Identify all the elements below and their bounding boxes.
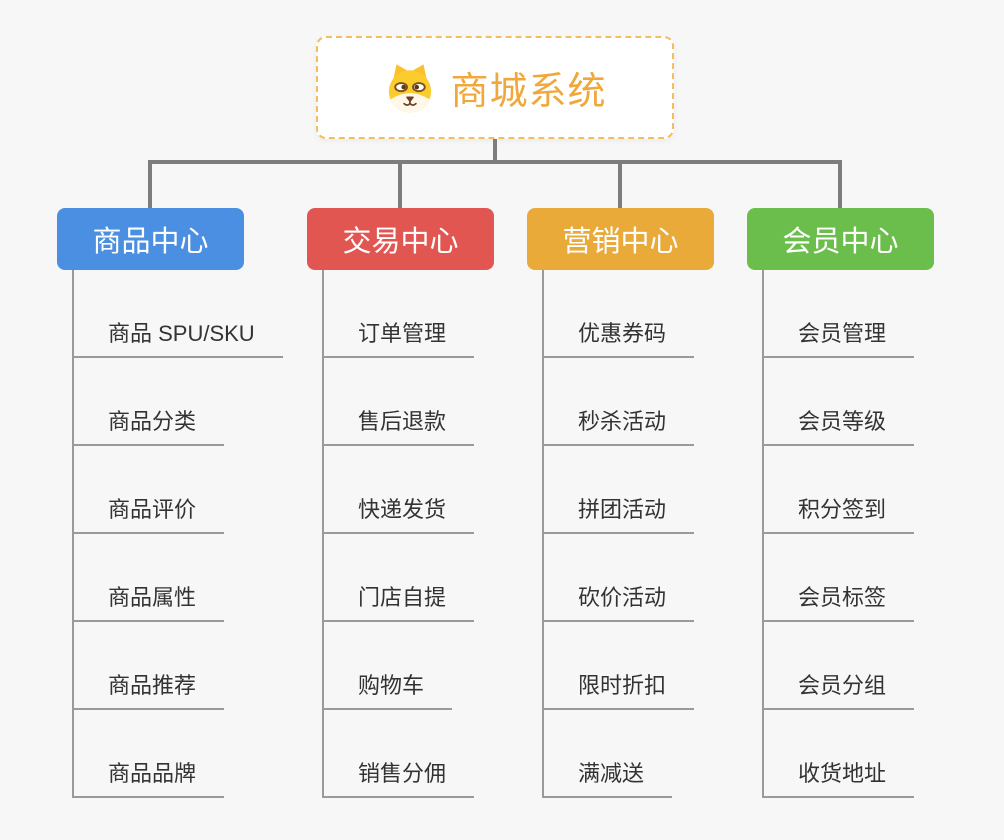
leaf-topic[interactable]: 优惠券码	[544, 270, 695, 358]
leaf-topic[interactable]: 商品评价	[74, 446, 225, 534]
branch-member-label: 会员中心	[782, 226, 899, 258]
leaf-topic[interactable]: 订单管理	[324, 270, 475, 358]
connector-root-stem	[493, 139, 497, 164]
leaf-topic[interactable]: 积分签到	[764, 446, 915, 534]
column-marketing: 优惠券码 秒杀活动 拼团活动 砍价活动 限时折扣 满减送	[542, 270, 695, 798]
leaf-topic[interactable]: 会员等级	[764, 358, 915, 446]
leaf-topic[interactable]: 拼团活动	[544, 446, 695, 534]
leaf-topic[interactable]: 商品品牌	[74, 710, 225, 798]
connector-drop-member	[838, 160, 842, 208]
leaf-topic[interactable]: 会员标签	[764, 534, 915, 622]
branch-products-label: 商品中心	[92, 226, 209, 258]
leaf-topic[interactable]: 满减送	[544, 710, 673, 798]
leaf-topic[interactable]: 购物车	[324, 622, 453, 710]
column-member: 会员管理 会员等级 积分签到 会员标签 会员分组 收货地址	[762, 270, 915, 798]
leaf-topic[interactable]: 商品推荐	[74, 622, 225, 710]
connector-drop-products	[148, 160, 152, 208]
leaf-topic[interactable]: 销售分佣	[324, 710, 475, 798]
column-products: 商品 SPU/SKU 商品分类 商品评价 商品属性 商品推荐 商品品牌	[72, 270, 283, 798]
dog-face-icon	[389, 63, 432, 112]
leaf-topic[interactable]: 会员管理	[764, 270, 915, 358]
branch-marketing-label: 营销中心	[562, 226, 679, 258]
connector-drop-trade	[398, 160, 402, 208]
leaf-topic[interactable]: 商品分类	[74, 358, 225, 446]
leaf-topic[interactable]: 快递发货	[324, 446, 475, 534]
root-topic-title: 商城系统	[450, 71, 607, 113]
leaf-topic[interactable]: 商品 SPU/SKU	[74, 270, 283, 358]
connector-horizontal-bus	[148, 160, 842, 164]
branch-member[interactable]: 会员中心	[747, 208, 934, 270]
leaf-topic[interactable]: 售后退款	[324, 358, 475, 446]
leaf-topic[interactable]: 砍价活动	[544, 534, 695, 622]
leaf-topic[interactable]: 秒杀活动	[544, 358, 695, 446]
root-topic[interactable]: 商城系统	[316, 36, 674, 139]
leaf-topic[interactable]: 商品属性	[74, 534, 225, 622]
leaf-topic[interactable]: 门店自提	[324, 534, 475, 622]
branch-trade-label: 交易中心	[342, 226, 459, 258]
leaf-topic[interactable]: 会员分组	[764, 622, 915, 710]
branch-marketing[interactable]: 营销中心	[527, 208, 714, 270]
leaf-topic[interactable]: 收货地址	[764, 710, 915, 798]
branch-products[interactable]: 商品中心	[57, 208, 244, 270]
leaf-topic[interactable]: 限时折扣	[544, 622, 695, 710]
branch-trade[interactable]: 交易中心	[307, 208, 494, 270]
column-trade: 订单管理 售后退款 快递发货 门店自提 购物车 销售分佣	[322, 270, 475, 798]
connector-drop-marketing	[618, 160, 622, 208]
